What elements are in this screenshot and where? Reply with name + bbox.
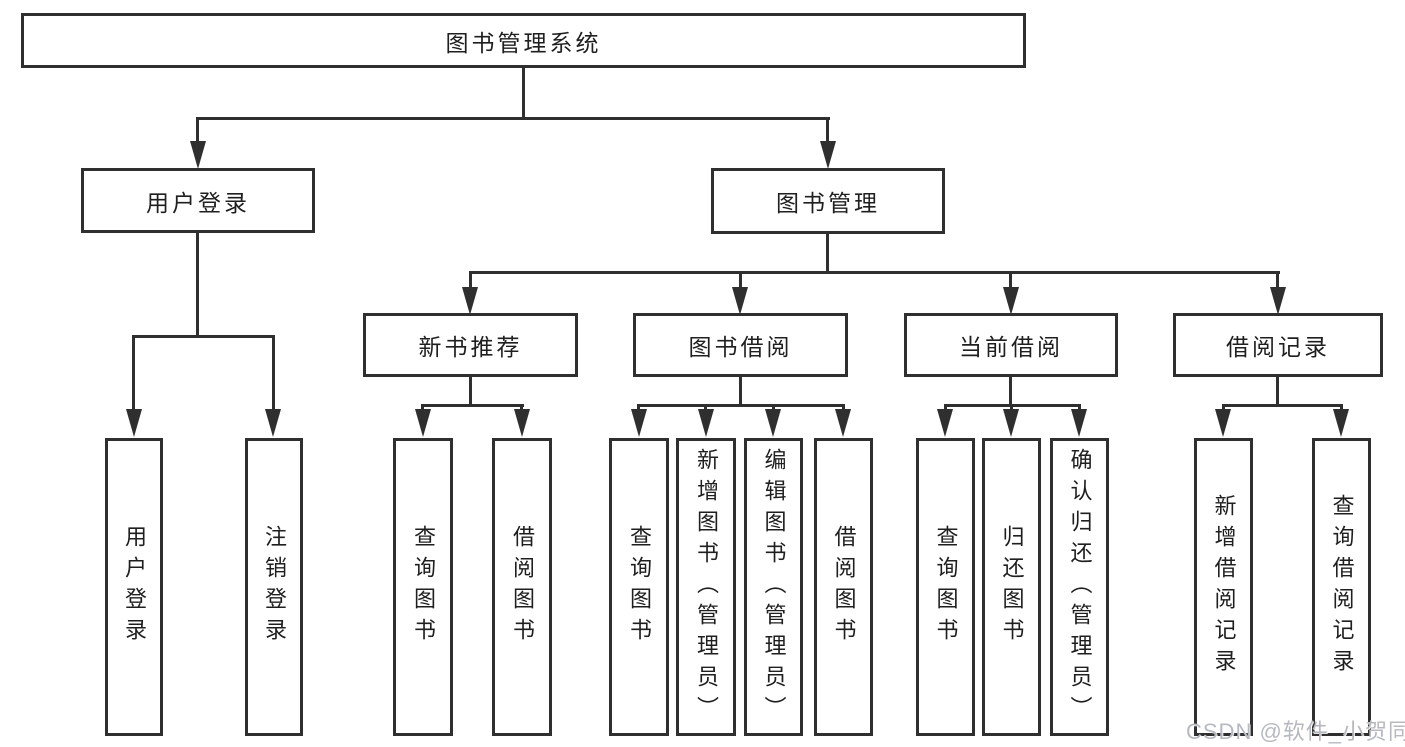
arrowhead-to-user-login	[190, 141, 206, 169]
arrowhead-to-borrowing-edit	[765, 409, 781, 437]
node-leaf-borrowing-add-books-label: 新增图书（管理员）	[694, 447, 719, 727]
node-leaf-current-return-books-label: 归还图书	[999, 525, 1025, 649]
node-leaf-borrowing-add-books: 新增图书（管理员）	[676, 438, 736, 736]
node-user-login: 用户登录	[81, 168, 315, 233]
connector-recommend-stem	[469, 377, 472, 405]
arrowhead-to-records-add	[1215, 409, 1231, 437]
node-leaf-logout-label: 注销登录	[262, 525, 287, 649]
connector-book-management-crossbar	[469, 271, 1280, 274]
arrowhead-to-current-query	[937, 409, 953, 437]
node-leaf-current-return-books: 归还图书	[982, 438, 1041, 736]
node-leaf-borrowing-edit-books-label: 编辑图书（管理员）	[761, 447, 787, 727]
arrowhead-to-book-management	[820, 141, 836, 169]
node-book-management-label: 图书管理	[776, 190, 880, 216]
node-leaf-recommend-query-books: 查询图书	[393, 438, 453, 736]
connector-root-crossbar	[196, 117, 830, 120]
connector-to-leaf-logout	[272, 335, 275, 412]
arrowhead-to-records-query	[1333, 409, 1349, 437]
node-leaf-records-query-record-label: 查询借阅记录	[1329, 494, 1355, 680]
node-leaf-current-confirm-return: 确认归还（管理员）	[1050, 438, 1109, 736]
connector-user-login-stem	[196, 233, 199, 336]
arrowhead-to-borrowing-records	[1270, 287, 1286, 315]
connector-to-current-borrowing	[1009, 271, 1012, 290]
connector-current-stem	[1009, 377, 1012, 405]
connector-to-current-return	[1010, 404, 1013, 413]
arrowhead-to-recommend-query	[415, 409, 431, 437]
connector-to-recommend-query	[421, 404, 424, 413]
node-leaf-records-add-record-label: 新增借阅记录	[1211, 494, 1237, 680]
connector-to-records-query	[1340, 404, 1343, 413]
node-leaf-records-query-record: 查询借阅记录	[1312, 438, 1371, 736]
arrowhead-to-new-book-recommend	[462, 287, 478, 315]
node-leaf-borrowing-query-books: 查询图书	[609, 438, 669, 736]
node-leaf-recommend-borrow-books-label: 借阅图书	[510, 525, 535, 649]
node-leaf-user-login-label: 用户登录	[122, 525, 147, 649]
connector-recommend-crossbar	[421, 404, 524, 407]
connector-to-borrowing-edit	[772, 404, 775, 413]
connector-records-crossbar	[1222, 404, 1343, 407]
node-current-borrowing: 当前借阅	[904, 313, 1118, 377]
node-borrowing-records-label: 借阅记录	[1226, 334, 1330, 360]
node-new-book-recommend-label: 新书推荐	[418, 334, 523, 360]
node-leaf-current-confirm-return-label: 确认归还（管理员）	[1067, 447, 1093, 727]
node-leaf-current-query-books-label: 查询图书	[933, 525, 959, 649]
connector-book-management-stem	[826, 234, 829, 273]
connector-borrowing-crossbar	[637, 404, 845, 407]
node-leaf-records-add-record: 新增借阅记录	[1194, 438, 1253, 736]
node-book-borrowing-label: 图书借阅	[688, 334, 793, 360]
arrowhead-to-borrowing-add	[698, 409, 714, 437]
connector-to-current-confirm	[1078, 404, 1081, 413]
node-leaf-current-query-books: 查询图书	[916, 438, 975, 736]
node-borrowing-records: 借阅记录	[1173, 313, 1383, 377]
connector-to-current-query	[944, 404, 947, 413]
node-leaf-logout: 注销登录	[245, 438, 303, 736]
node-leaf-borrowing-edit-books: 编辑图书（管理员）	[744, 438, 803, 736]
connector-borrowing-stem	[739, 377, 742, 405]
connector-to-book-borrowing	[739, 271, 742, 290]
connector-to-recommend-borrow	[520, 404, 523, 413]
node-leaf-recommend-query-books-label: 查询图书	[411, 525, 436, 649]
connector-root-stem	[522, 68, 525, 118]
connector-to-borrowing-records	[1276, 271, 1279, 290]
connector-to-borrowing-borrow	[842, 404, 845, 413]
connector-records-stem	[1276, 377, 1279, 405]
arrowhead-to-borrowing-borrow	[835, 409, 851, 437]
node-leaf-borrowing-borrow-books: 借阅图书	[814, 438, 873, 736]
node-root-label: 图书管理系统	[445, 29, 602, 56]
arrowhead-to-recommend-borrow	[514, 409, 530, 437]
node-book-borrowing: 图书借阅	[633, 313, 848, 377]
arrowhead-to-leaf-logout	[265, 409, 281, 437]
node-book-management: 图书管理	[711, 168, 945, 234]
arrowhead-to-current-confirm	[1071, 409, 1087, 437]
connector-user-login-crossbar	[132, 335, 275, 338]
connector-to-borrowing-add	[704, 404, 707, 413]
node-user-login-label: 用户登录	[146, 189, 250, 216]
connector-to-user-login	[196, 117, 199, 144]
node-current-borrowing-label: 当前借阅	[959, 334, 1063, 360]
node-root: 图书管理系统	[21, 13, 1026, 68]
arrowhead-to-leaf-user-login	[126, 409, 142, 437]
node-leaf-borrowing-query-books-label: 查询图书	[627, 525, 652, 649]
connector-to-book-management	[826, 117, 829, 144]
arrowhead-to-current-borrowing	[1003, 287, 1019, 315]
node-new-book-recommend: 新书推荐	[363, 313, 578, 377]
connector-to-leaf-user-login	[132, 335, 135, 412]
connector-to-new-book-recommend	[469, 271, 472, 290]
node-leaf-borrowing-borrow-books-label: 借阅图书	[831, 525, 857, 649]
csdn-watermark: CSDN @软件_小贺同学	[1186, 719, 1405, 744]
connector-to-borrowing-query	[637, 404, 640, 413]
node-leaf-user-login: 用户登录	[105, 438, 163, 736]
arrowhead-to-current-return	[1003, 409, 1019, 437]
node-leaf-recommend-borrow-books: 借阅图书	[492, 438, 552, 736]
arrowhead-to-book-borrowing	[732, 287, 748, 315]
arrowhead-to-borrowing-query	[631, 409, 647, 437]
connector-to-records-add	[1222, 404, 1225, 413]
